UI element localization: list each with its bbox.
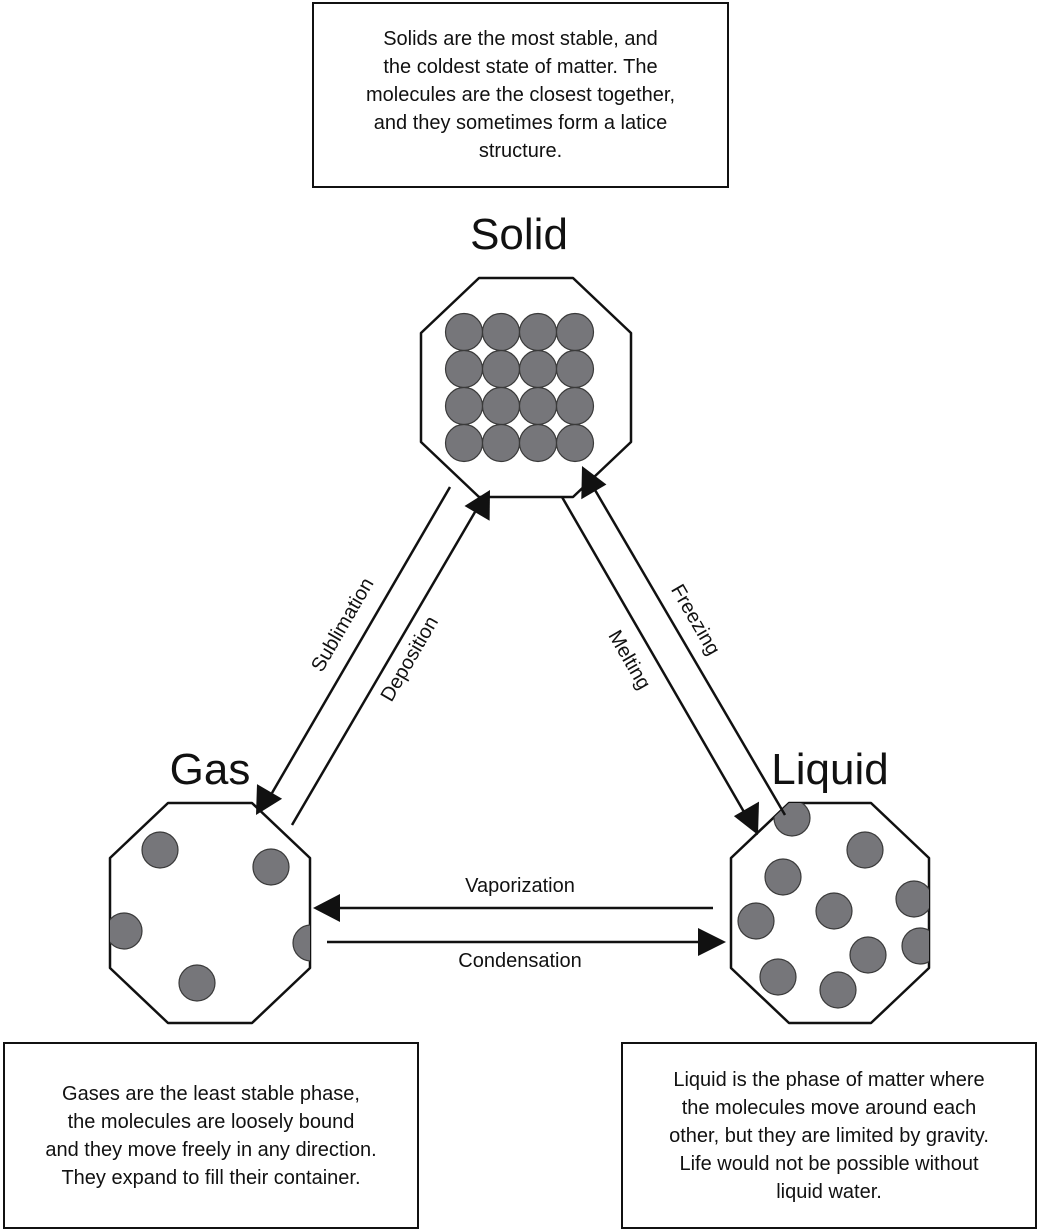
freezing-label: Freezing	[666, 581, 724, 659]
sublimation-label: Sublimation	[307, 574, 378, 676]
liquid-title: Liquid	[771, 745, 889, 794]
molecule	[292, 924, 310, 962]
gas-description-line: Gases are the least stable phase,	[62, 1082, 360, 1105]
vaporization-label: Vaporization	[465, 875, 575, 897]
liquid-description-line: Life would not be possible without	[679, 1152, 979, 1175]
molecule	[444, 349, 484, 389]
melting-arrow	[560, 496, 759, 835]
solid-description-line: structure.	[478, 140, 563, 162]
liquid-description-box: Liquid is the phase of matter where the …	[621, 1042, 1037, 1229]
molecule	[555, 349, 595, 389]
melting-label: Melting	[604, 627, 655, 694]
molecule	[901, 927, 929, 965]
molecule	[555, 423, 595, 463]
deposition-arrow	[290, 490, 490, 826]
molecule	[737, 902, 775, 940]
molecule	[518, 386, 558, 426]
molecule	[141, 831, 179, 869]
liquid-description-line: the molecules move around each	[681, 1096, 977, 1119]
gas-description-line: They expand to fill their container.	[61, 1166, 361, 1189]
freezing-arrow	[581, 466, 787, 816]
solid-description-line: molecules are the closest together,	[365, 84, 676, 106]
solid-description-line: and they sometimes form a latice	[373, 112, 668, 134]
gas-description-line: and they move freely in any direction.	[45, 1138, 377, 1161]
molecule	[555, 386, 595, 426]
molecule	[518, 423, 558, 463]
molecule	[110, 912, 143, 950]
molecule	[764, 858, 802, 896]
solid-molecules	[444, 312, 595, 463]
vaporization-arrow	[313, 894, 713, 922]
liquid-container	[729, 801, 931, 1025]
gas-container	[108, 801, 312, 1025]
molecule	[481, 349, 521, 389]
gas-title: Gas	[169, 745, 251, 794]
solid-container	[419, 276, 633, 499]
molecule	[518, 312, 558, 352]
molecule	[759, 958, 797, 996]
molecule	[444, 312, 484, 352]
molecule	[819, 971, 857, 1009]
gas-description-line: the molecules are loosely bound	[67, 1110, 355, 1133]
molecule	[444, 386, 484, 426]
deposition-label: Deposition	[377, 613, 443, 706]
molecule	[252, 848, 290, 886]
molecule	[178, 964, 216, 1002]
molecule	[773, 803, 811, 837]
solid-description-line: Solids are the most stable, and	[383, 28, 658, 50]
solid-description-line: the coldest state of matter. The	[383, 56, 658, 78]
molecule	[849, 936, 887, 974]
molecule	[895, 880, 929, 918]
liquid-description-line: other, but they are limited by gravity.	[669, 1124, 989, 1147]
gas-description-box: Gases are the least stable phase, the mo…	[3, 1042, 419, 1229]
molecule	[481, 386, 521, 426]
molecule	[815, 892, 853, 930]
solid-title: Solid	[470, 210, 568, 259]
liquid-description-line: Liquid is the phase of matter where	[673, 1068, 985, 1091]
liquid-molecules	[737, 803, 929, 1009]
gas-molecules	[110, 831, 310, 1002]
liquid-description-line: liquid water.	[776, 1180, 882, 1203]
molecule	[518, 349, 558, 389]
molecule	[444, 423, 484, 463]
sublimation-arrow	[256, 486, 452, 815]
solid-description-box: Solids are the most stable, and the cold…	[312, 2, 729, 188]
molecule	[555, 312, 595, 352]
condensation-arrow	[327, 928, 726, 956]
molecule	[846, 831, 884, 869]
molecule	[481, 312, 521, 352]
molecule	[481, 423, 521, 463]
condensation-label: Condensation	[458, 950, 581, 972]
